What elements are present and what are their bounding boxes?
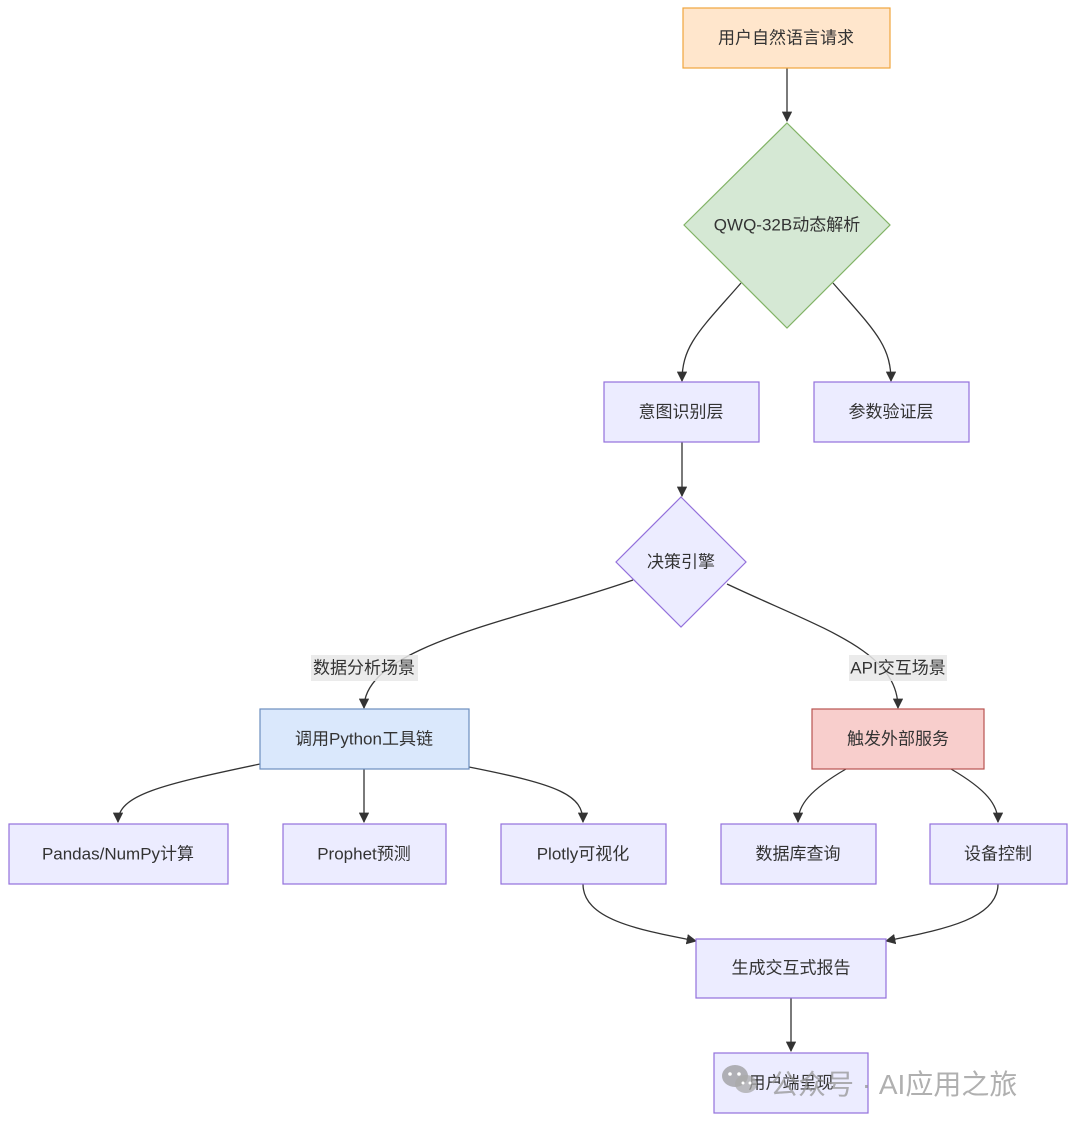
node-pandas-numpy: Pandas/NumPy计算 <box>8 823 229 885</box>
edge-label-data-scene: 数据分析场景 <box>311 655 418 681</box>
svg-text:参数验证层: 参数验证层 <box>849 403 934 422</box>
svg-text:用户自然语言请求: 用户自然语言请求 <box>718 29 854 48</box>
node-database-query: 数据库查询 <box>720 823 877 885</box>
node-intent-recognition: 意图识别层 <box>603 381 760 443</box>
node-param-validation: 参数验证层 <box>813 381 970 443</box>
edge-python-pandas <box>112 763 261 824</box>
node-interactive-report: 生成交互式报告 <box>695 938 887 999</box>
node-dynamic-parse: QWQ-32B动态解析 <box>683 122 891 329</box>
wechat-icon <box>722 1065 757 1093</box>
edge-python-plotly <box>468 766 589 824</box>
svg-text:调用Python工具链: 调用Python工具链 <box>295 730 433 749</box>
node-user-request: 用户自然语言请求 <box>682 7 891 69</box>
svg-text:决策引擎: 决策引擎 <box>647 553 715 572</box>
svg-text:意图识别层: 意图识别层 <box>639 403 724 422</box>
edge-external-db <box>792 768 847 824</box>
svg-text:Plotly可视化: Plotly可视化 <box>537 845 630 864</box>
watermark-text: 公众号 · AI应用之旅 <box>770 1069 1018 1100</box>
edge-external-device <box>950 768 1004 824</box>
node-device-control: 设备控制 <box>929 823 1068 885</box>
edge-parse-intent <box>676 282 742 383</box>
node-python-toolchain: 调用Python工具链 <box>259 708 470 770</box>
node-prophet: Prophet预测 <box>282 823 447 885</box>
edges <box>112 68 1004 1053</box>
edge-plotly-report <box>582 883 698 945</box>
svg-text:设备控制: 设备控制 <box>964 845 1032 864</box>
edge-parse-param <box>832 282 897 383</box>
node-external-service: 触发外部服务 <box>811 708 985 770</box>
svg-text:用户端呈现: 用户端呈现 <box>749 1074 834 1093</box>
svg-text:QWQ-32B动态解析: QWQ-32B动态解析 <box>714 216 860 235</box>
svg-text:Prophet预测: Prophet预测 <box>317 845 411 864</box>
svg-text:数据分析场景: 数据分析场景 <box>313 659 415 678</box>
svg-text:Pandas/NumPy计算: Pandas/NumPy计算 <box>42 845 194 864</box>
edge-device-report <box>884 883 999 945</box>
edge-label-api-scene: API交互场景 <box>849 655 947 681</box>
svg-text:API交互场景: API交互场景 <box>850 659 945 678</box>
svg-text:生成交互式报告: 生成交互式报告 <box>732 959 851 978</box>
edge-decision-python <box>358 579 634 710</box>
node-decision-engine: 决策引擎 <box>615 496 747 628</box>
node-plotly: Plotly可视化 <box>500 823 667 885</box>
svg-text:数据库查询: 数据库查询 <box>756 845 841 864</box>
edge-decision-external <box>726 583 904 710</box>
svg-text:触发外部服务: 触发外部服务 <box>847 730 949 749</box>
